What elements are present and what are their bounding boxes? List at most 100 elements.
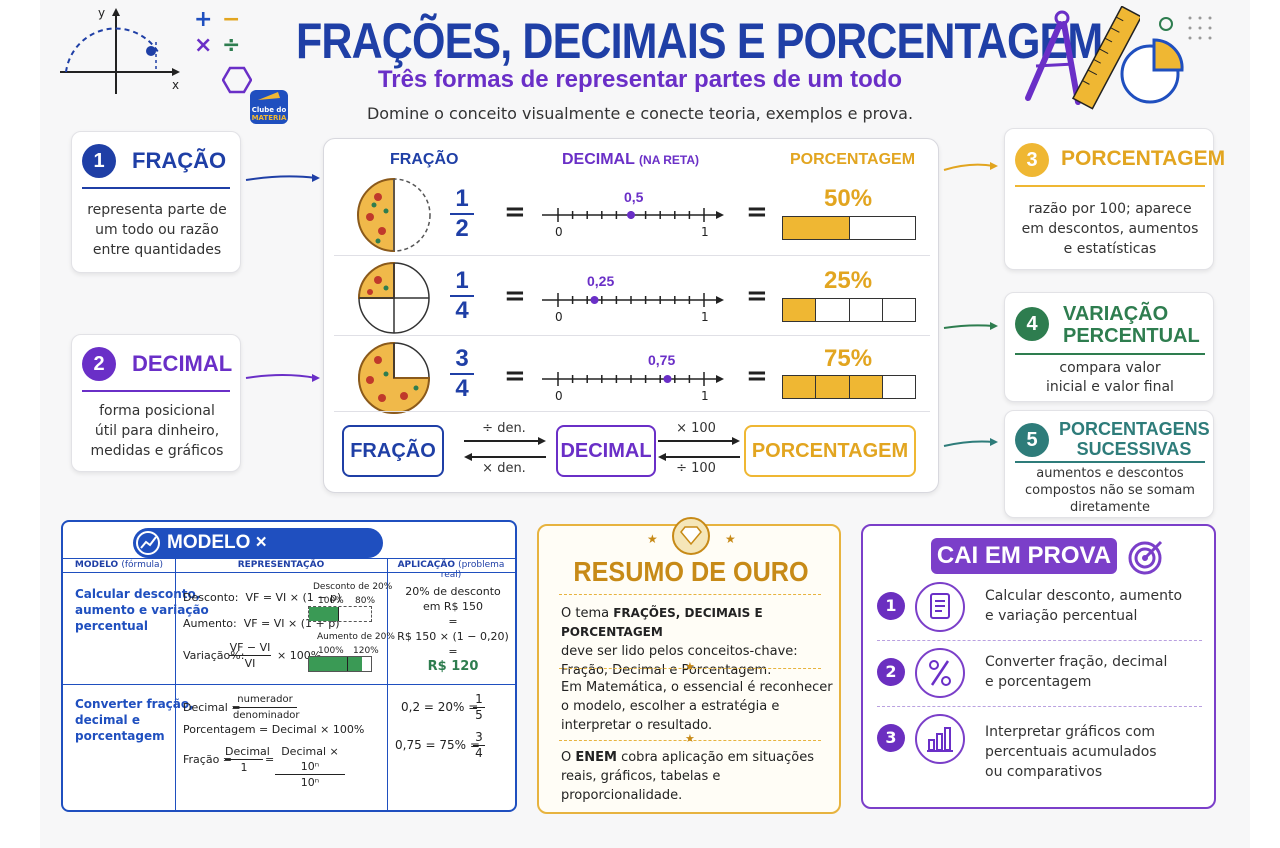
number-line-point	[590, 296, 599, 304]
star-icon: ★	[685, 660, 695, 673]
tick-zero: 0	[555, 225, 563, 239]
pizza-half	[357, 177, 431, 253]
clube-logo: Clube do MATERIA	[248, 84, 290, 128]
double-arrow-icon	[464, 437, 546, 461]
axis-x-label: x	[172, 78, 180, 92]
card-title: PORCENTAGEM	[1061, 147, 1226, 170]
percent-label: 25%	[824, 267, 873, 294]
col-head-representacao: REPRESENTAÇÃO	[237, 560, 325, 570]
card-title: DECIMAL	[132, 351, 233, 376]
logo-text-1: Clube do	[251, 106, 287, 114]
conv-label: × 100	[676, 421, 716, 436]
p100-label: 100%	[318, 596, 344, 606]
diamond-medal-icon	[672, 517, 710, 555]
axis-y-label: y	[98, 6, 106, 20]
equals-sign: =	[746, 197, 768, 227]
percent-bar	[782, 216, 916, 240]
svg-text:+: +	[194, 7, 212, 32]
decimal-label: 0,25	[587, 273, 615, 289]
aumento-bar	[308, 656, 372, 672]
conv-fracao-box: FRAÇÃO	[342, 425, 444, 477]
connector-arrows-right	[943, 162, 998, 447]
compass-ruler-icon	[1025, 6, 1140, 110]
p120-label: 120%	[353, 646, 379, 656]
equals-sign: =	[504, 281, 526, 311]
prova-title: CAI EM PROVA	[931, 538, 1117, 574]
growth-chart-icon	[136, 531, 160, 555]
tick-one: 1	[701, 310, 709, 324]
prova-item-number: 3	[877, 724, 905, 752]
percent-bar	[782, 298, 916, 322]
star-icon: ★	[725, 532, 736, 546]
pizza-quarter	[357, 261, 430, 334]
card-title: FRAÇÃO	[132, 148, 227, 173]
logo-text-2: MATERIA	[251, 114, 287, 122]
column-head-fracao: FRAÇÃO	[390, 151, 459, 168]
prova-item-number: 1	[877, 592, 905, 620]
target-icon	[1128, 540, 1163, 575]
document-icon	[915, 582, 965, 632]
aumento-20-label: Aumento de 20%	[317, 632, 395, 642]
equals-sign: =	[746, 361, 768, 391]
pizza-three-quarters	[358, 341, 431, 414]
svg-text:×: ×	[194, 33, 212, 58]
star-icon: ★	[685, 732, 695, 745]
svg-text:−: −	[222, 7, 240, 32]
double-arrow-icon	[658, 437, 740, 461]
p80-label: 80%	[355, 596, 376, 606]
page-title: FRAÇÕES, DECIMAIS E PORCENTAGEM	[296, 13, 1103, 69]
math-operators-icon: + − × ÷	[194, 7, 240, 58]
star-icon: ★	[647, 532, 658, 546]
equals-sign: =	[504, 197, 526, 227]
decimal-formula-label: Decimal =	[183, 701, 241, 714]
number-line	[542, 293, 724, 307]
p100b-label: 100%	[318, 646, 344, 656]
desconto-20-label: Desconto de 20%	[313, 582, 393, 592]
number-line	[542, 372, 724, 386]
decimal-label: 0,5	[624, 189, 644, 205]
card-number: 2	[82, 347, 116, 381]
bar-chart-icon	[915, 714, 965, 764]
col-head-aplicacao: APLICAÇÃO (problema real)	[397, 560, 505, 580]
pie-chart-icon	[1120, 16, 1212, 104]
resumo-title: RESUMO DE OURO	[573, 556, 809, 587]
example-1: 0,2 = 20% =	[401, 700, 479, 714]
equals-sign: =	[746, 281, 768, 311]
model-title: MODELO × APLICAÇÃO	[133, 528, 383, 583]
example-2: 0,75 = 75% =	[395, 738, 480, 752]
number-line-point	[627, 211, 635, 219]
desconto-formula: Desconto: VF = VI × (1 − p)	[183, 591, 342, 604]
variacao-label: Variação%:	[183, 649, 245, 662]
percent-bar	[782, 375, 916, 399]
card-number: 5	[1015, 423, 1049, 457]
column-head-porcentagem: PORCENTAGEM	[790, 151, 916, 168]
connector-arrows-left	[245, 174, 320, 382]
card-number: 1	[82, 144, 116, 178]
prova-item-number: 2	[877, 658, 905, 686]
svg-text:÷: ÷	[222, 33, 240, 58]
tick-zero: 0	[555, 389, 563, 403]
column-head-decimal: DECIMAL (NA RETA)	[562, 151, 700, 168]
